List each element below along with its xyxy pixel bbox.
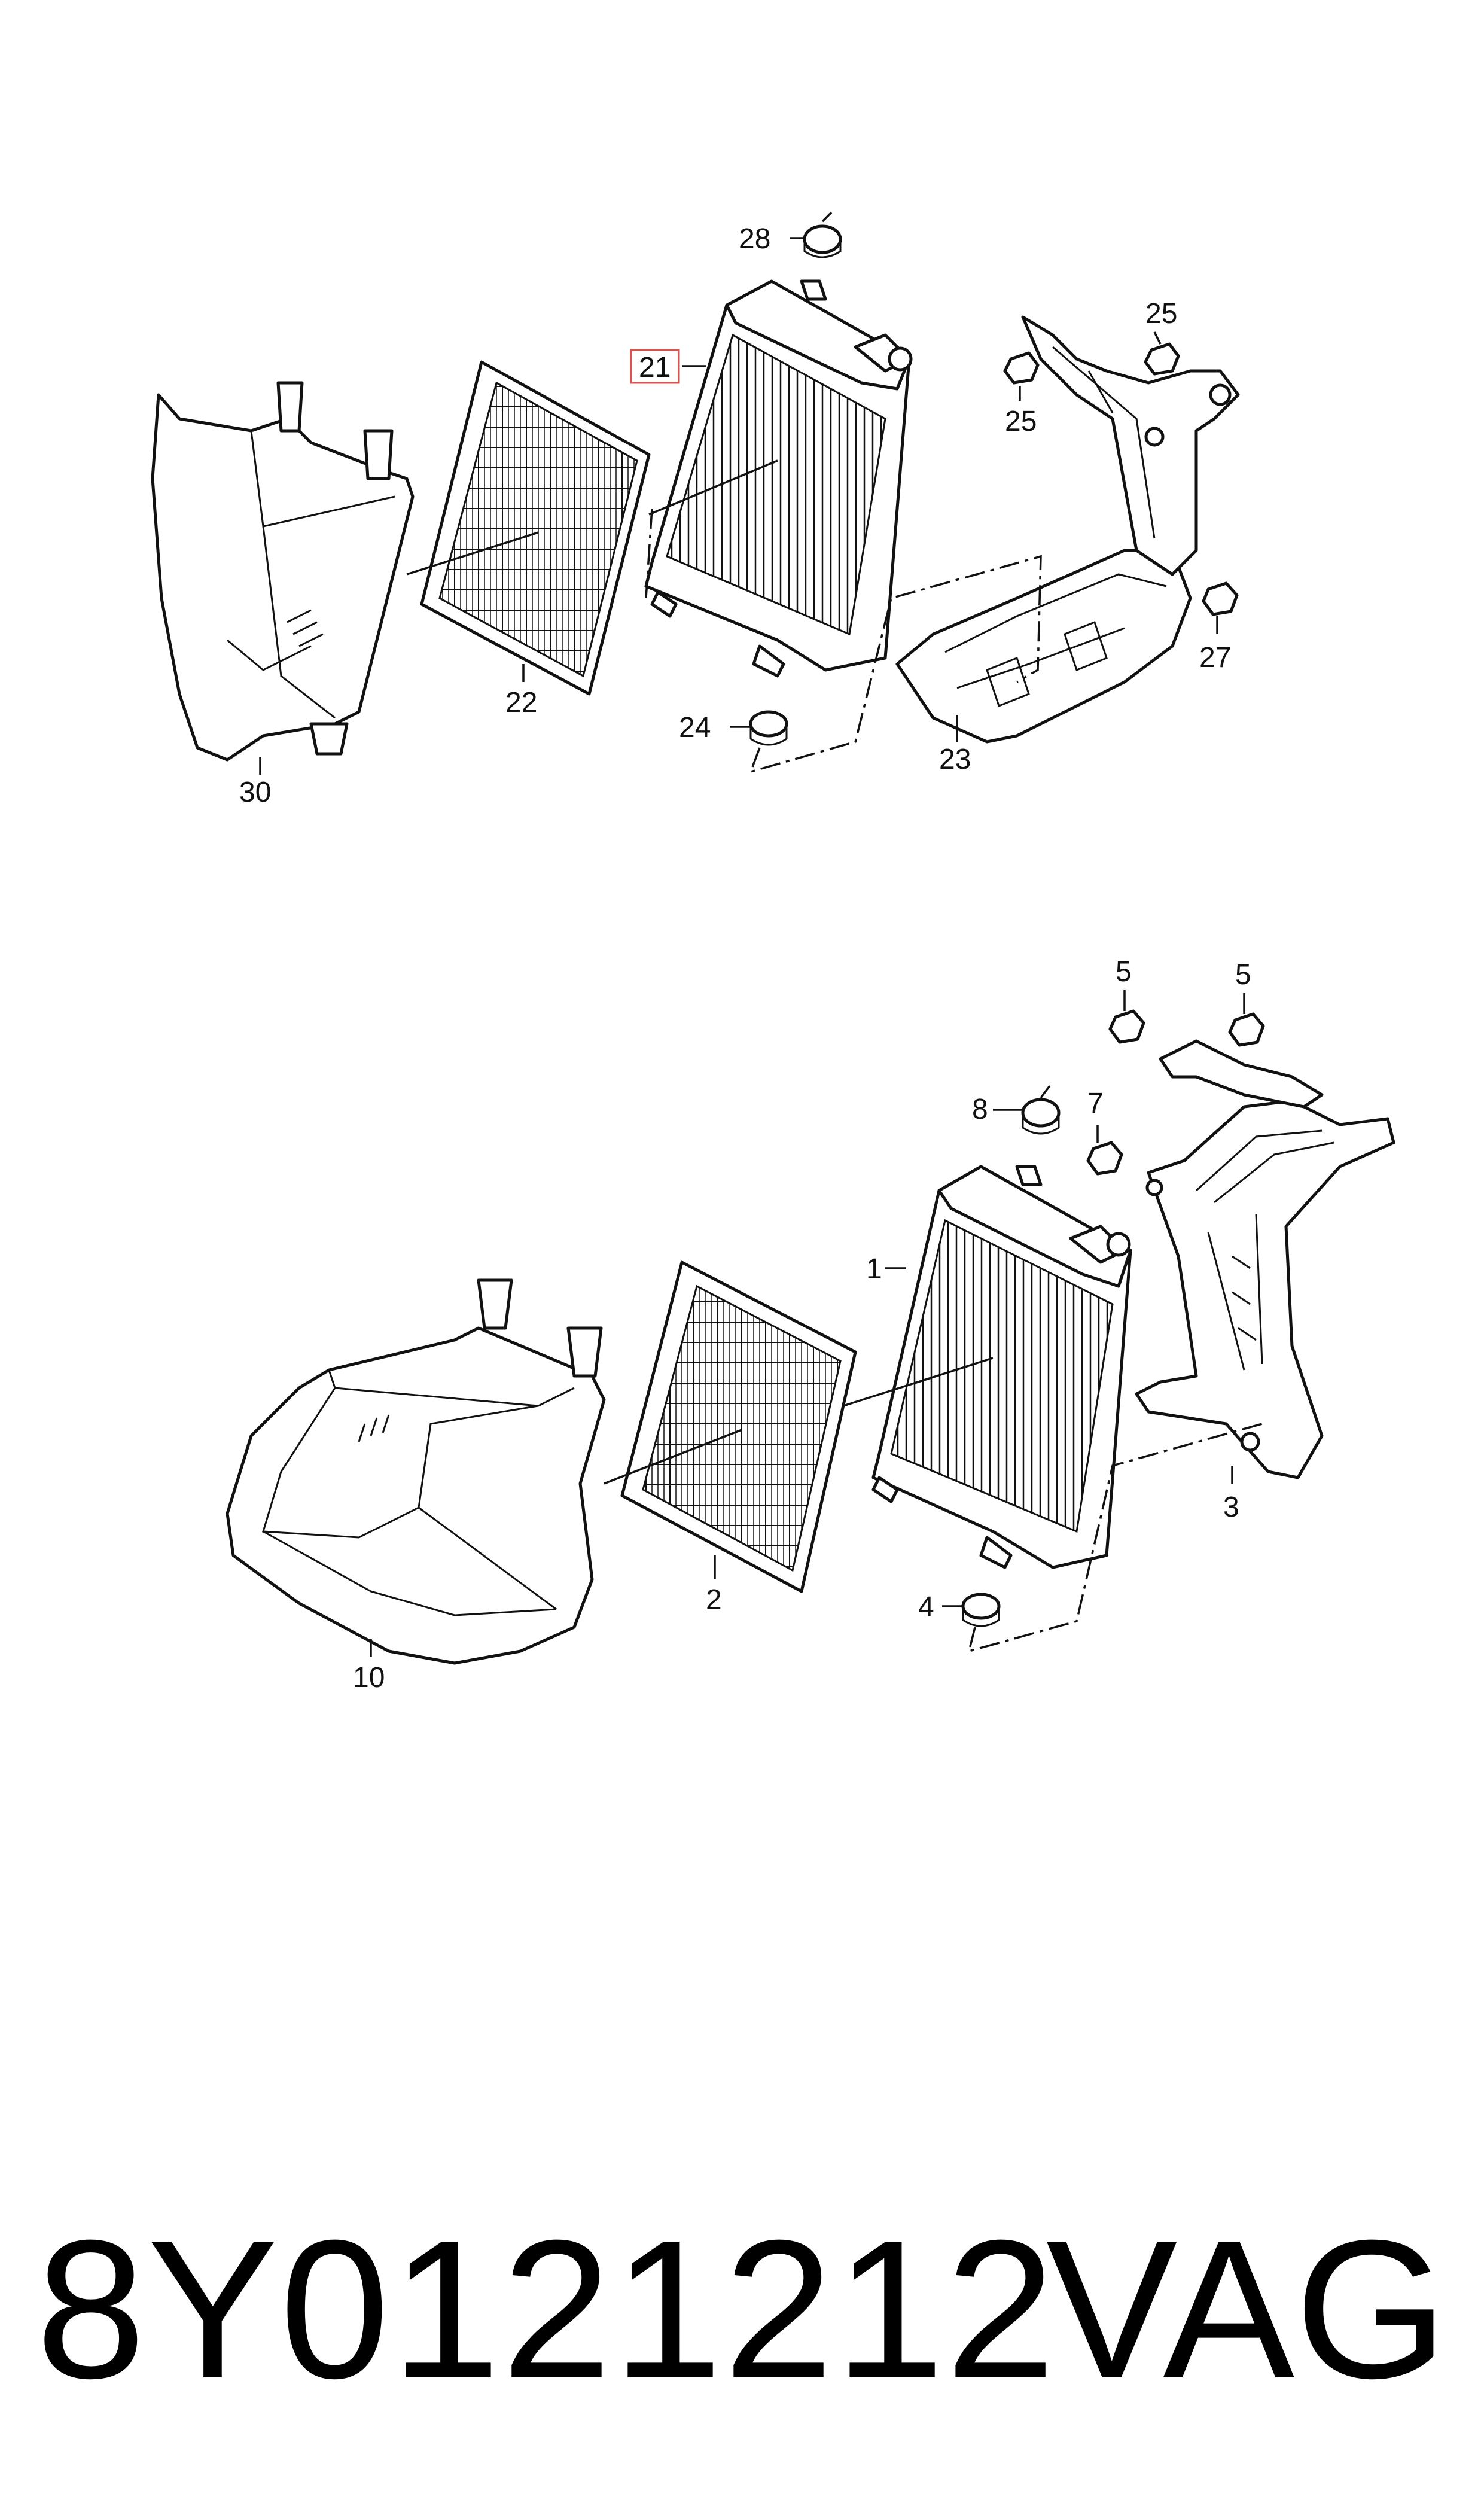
upper-assembly: 30 22 21 28 24 23 25 25 27 bbox=[151, 211, 1240, 808]
nut-part-7 bbox=[1086, 1141, 1123, 1176]
callout-1: 1 bbox=[866, 1253, 882, 1285]
callout-27: 27 bbox=[1199, 642, 1231, 674]
callout-28: 28 bbox=[739, 223, 770, 255]
footer: 8Y0121212 VAG bbox=[0, 2190, 1484, 2441]
callout-21: 21 bbox=[639, 352, 671, 383]
nut-part-25-right bbox=[1144, 342, 1180, 376]
bracket-part-3 bbox=[1135, 1039, 1395, 1479]
callout-22: 22 bbox=[505, 687, 537, 718]
callout-7: 7 bbox=[1087, 1088, 1104, 1119]
callout-8: 8 bbox=[972, 1094, 988, 1125]
callout-5-right: 5 bbox=[1235, 959, 1251, 991]
callout-21-highlight bbox=[630, 349, 680, 384]
callout-10: 10 bbox=[353, 1662, 385, 1694]
air-duct-part-30 bbox=[151, 381, 415, 762]
callout-24: 24 bbox=[679, 712, 711, 744]
part-number: 8Y0121212 bbox=[36, 2199, 1057, 2419]
callout-3: 3 bbox=[1223, 1491, 1239, 1523]
callout-30: 30 bbox=[239, 777, 271, 808]
callout-2: 2 bbox=[706, 1584, 722, 1616]
grille-part-2 bbox=[620, 1260, 857, 1593]
callout-25-right: 25 bbox=[1145, 298, 1177, 330]
callout-25-left: 25 bbox=[1005, 406, 1037, 437]
nut-part-27 bbox=[1202, 581, 1239, 616]
radiator-part-1 bbox=[871, 1165, 1132, 1569]
callout-5-left: 5 bbox=[1116, 956, 1132, 988]
rubber-mount-part-4 bbox=[961, 1593, 1001, 1627]
callout-23: 23 bbox=[939, 744, 971, 775]
air-duct-part-10 bbox=[226, 1278, 606, 1665]
nut-part-5-left bbox=[1108, 1009, 1145, 1044]
rubber-mount-part-8 bbox=[1021, 1085, 1061, 1135]
rubber-mount-part-24 bbox=[749, 710, 788, 746]
nut-part-5-right bbox=[1228, 1012, 1265, 1047]
bracket-part-23 bbox=[895, 315, 1240, 744]
callout-4: 4 bbox=[918, 1591, 934, 1623]
nut-part-25-left bbox=[1003, 351, 1040, 385]
lower-assembly: 10 2 1 8 4 3 7 5 5 bbox=[226, 956, 1395, 1694]
rubber-mount-part-28 bbox=[803, 211, 842, 258]
brand-name: VAG bbox=[1046, 2199, 1448, 2419]
grille-part-22 bbox=[420, 360, 651, 696]
parts-diagram: 30 22 21 28 24 23 25 25 27 bbox=[151, 211, 1395, 1694]
radiator-part-21 bbox=[644, 279, 913, 678]
